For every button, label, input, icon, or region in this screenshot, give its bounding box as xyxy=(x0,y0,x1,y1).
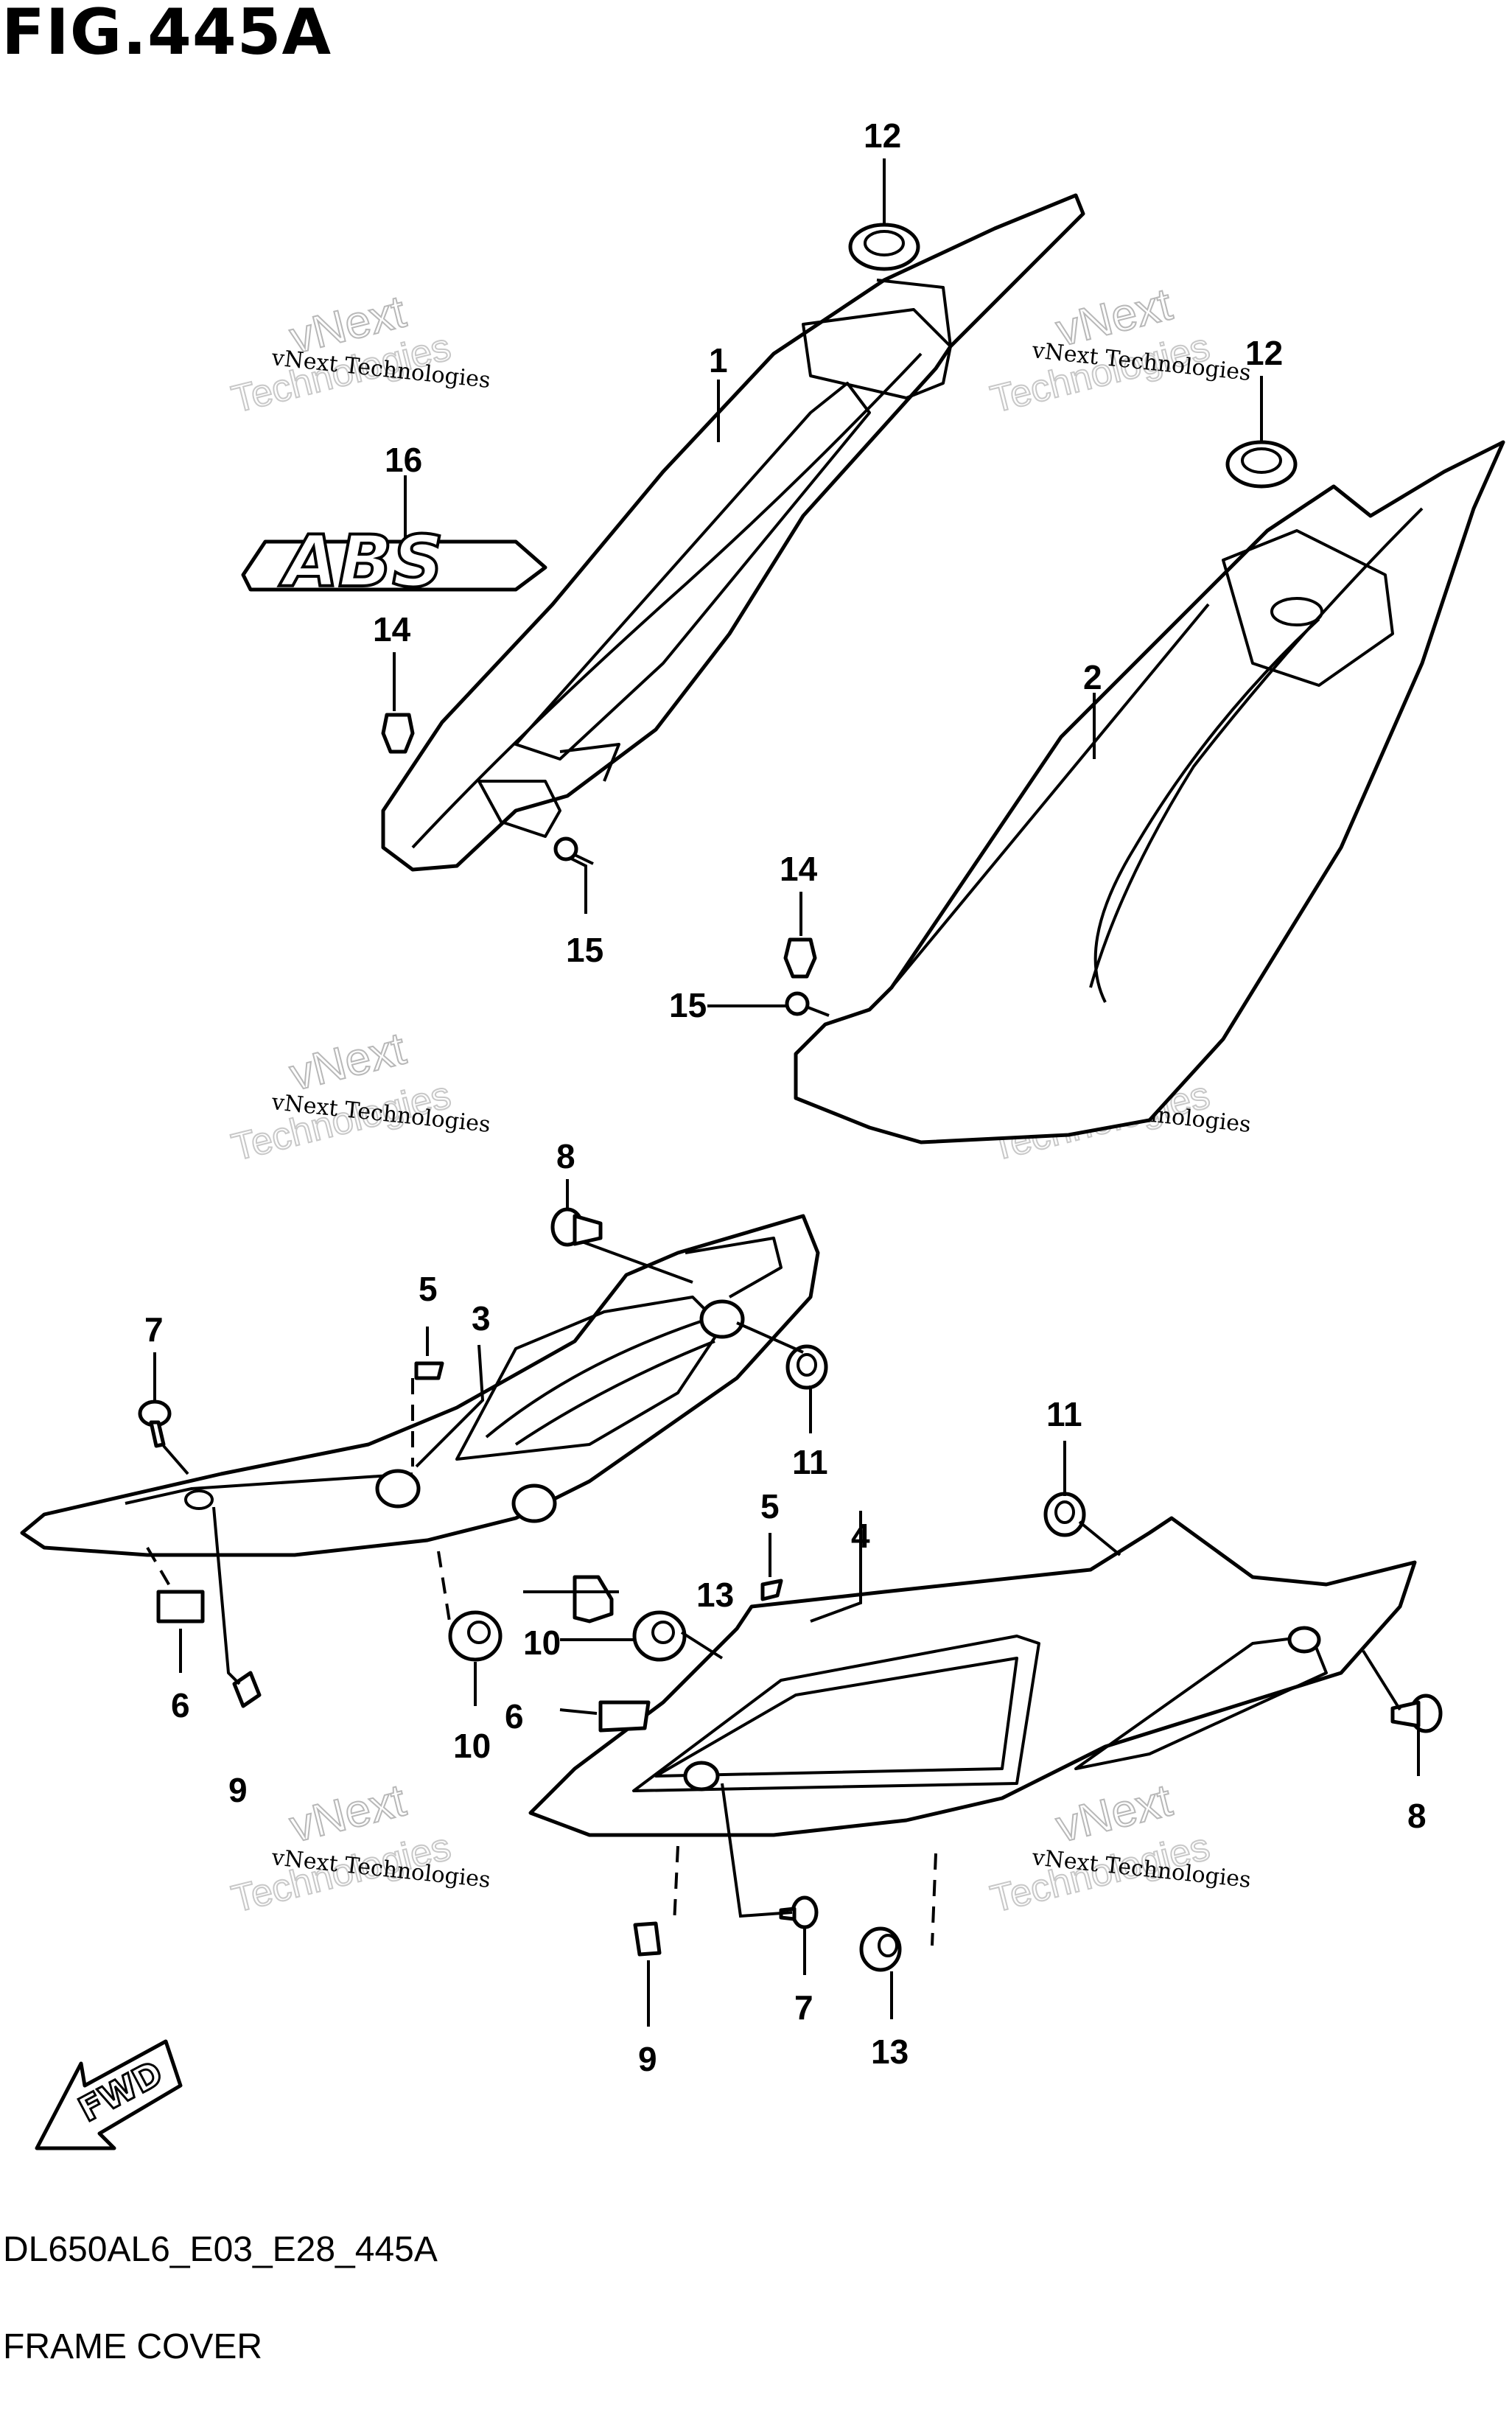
part-14-clip-left xyxy=(381,713,415,754)
svg-text:ABS: ABS xyxy=(279,520,444,603)
part-12-grommet-upper xyxy=(848,223,920,271)
callout-7-left: 7 xyxy=(144,1310,164,1349)
part-10-grommet-right xyxy=(632,1610,687,1662)
diagram-code: DL650AL6_E03_E28_445A xyxy=(3,2230,438,2269)
part-3-lower-cover-left xyxy=(20,1214,820,1557)
callout-11-right: 11 xyxy=(1046,1395,1082,1433)
part-6-pad-right xyxy=(598,1700,651,1733)
part-9-nut-left xyxy=(232,1671,262,1708)
part-6-pad-left xyxy=(156,1590,205,1624)
part-11-grommet-upper xyxy=(785,1344,828,1390)
callout-14-right: 14 xyxy=(780,850,818,888)
callout-12-upper: 12 xyxy=(864,116,901,155)
part-5-tab-right xyxy=(760,1579,783,1601)
part-13-damper-lower xyxy=(859,1926,902,1972)
callout-16: 16 xyxy=(385,441,422,479)
watermark-bottom-right: vNext Technologies vNext Technologies xyxy=(986,1774,1252,1921)
callout-13-upper: 13 xyxy=(696,1576,734,1614)
part-5-tab-left xyxy=(414,1361,444,1380)
part-11-grommet-right xyxy=(1043,1492,1086,1537)
dashed-alignment-lines xyxy=(146,1378,937,1946)
part-10-grommet-left xyxy=(448,1610,503,1662)
callout-15-right: 15 xyxy=(669,986,707,1024)
part-2-frame-cover-right xyxy=(794,440,1505,1144)
part-12-grommet-right xyxy=(1225,440,1298,489)
watermark-top-left: vNext Technologies vNext Technologies xyxy=(227,285,491,422)
watermark-mid-left: vNext Technologies vNext Technologies xyxy=(227,1022,491,1170)
part-1-frame-cover-left xyxy=(381,193,1085,872)
part-9-nut-lower xyxy=(633,1921,662,1957)
callout-6-right: 6 xyxy=(505,1697,524,1736)
callout-15-left: 15 xyxy=(566,931,603,969)
watermark-top-right: vNext Technologies vNext Technologies xyxy=(986,278,1252,422)
callout-5-right: 5 xyxy=(760,1487,780,1525)
part-4-lower-cover-right xyxy=(528,1516,1417,1837)
part-15-screw-right xyxy=(785,991,830,1017)
part-8-bolt-right xyxy=(1390,1694,1443,1733)
leader-lines xyxy=(153,158,1420,2027)
part-7-screw-left xyxy=(138,1399,172,1448)
callout-2: 2 xyxy=(1083,658,1102,696)
callout-10-left: 10 xyxy=(453,1727,491,1765)
part-13-damper-upper xyxy=(573,1575,614,1624)
forward-direction-arrow: FWD xyxy=(35,2039,183,2150)
callout-12-right: 12 xyxy=(1245,334,1283,372)
callout-9-left: 9 xyxy=(228,1771,248,1809)
callout-5-left: 5 xyxy=(419,1270,438,1308)
callout-9-lower: 9 xyxy=(638,2040,657,2078)
part-14-clip-right xyxy=(783,937,817,979)
callout-4: 4 xyxy=(851,1517,870,1555)
callout-3: 3 xyxy=(472,1299,491,1338)
callout-labels: 1 2 3 4 5 5 6 6 7 7 8 8 9 9 10 10 11 11 … xyxy=(144,116,1427,2078)
figure-title: FIG.445A xyxy=(1,0,332,69)
callout-11-upper: 11 xyxy=(792,1443,828,1481)
part-15-screw-left xyxy=(553,836,594,865)
diagram-name: FRAME COVER xyxy=(3,2327,263,2366)
callout-13-lower: 13 xyxy=(871,2033,909,2071)
watermark-bottom-left: vNext Technologies vNext Technologies xyxy=(227,1774,491,1921)
callout-7-lower: 7 xyxy=(794,1988,813,2027)
callout-14-left: 14 xyxy=(373,610,411,649)
callout-1: 1 xyxy=(709,341,728,380)
part-16-abs-emblem: ABS xyxy=(241,519,547,604)
callout-6-left: 6 xyxy=(171,1686,190,1724)
callout-8-upper: 8 xyxy=(556,1137,575,1175)
callout-8-right: 8 xyxy=(1407,1797,1427,1835)
callout-10-right: 10 xyxy=(523,1624,561,1662)
part-8-bolt-upper xyxy=(550,1207,603,1247)
